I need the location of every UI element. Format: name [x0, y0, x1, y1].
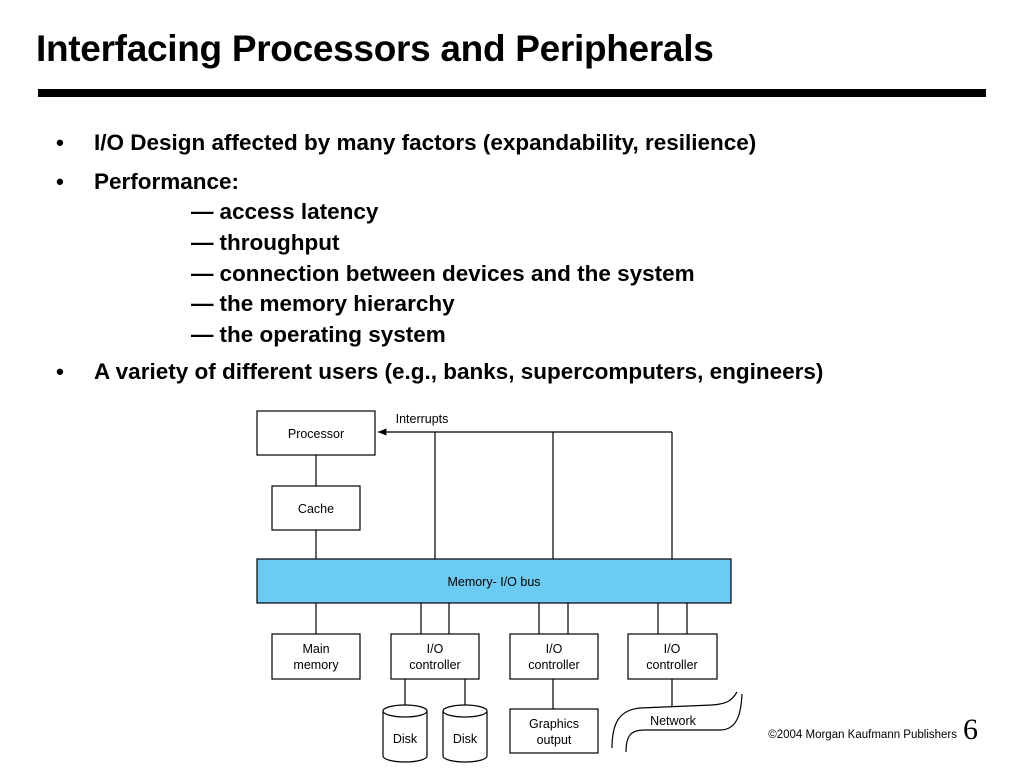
io-controller-label: I/O	[427, 642, 444, 656]
bullet-item: • I/O Design affected by many factors (e…	[56, 128, 823, 159]
io-controller-label: I/O	[546, 642, 563, 656]
interrupts-label: Interrupts	[396, 412, 449, 426]
disk-top	[382, 704, 428, 718]
bullet-marker: •	[56, 130, 64, 155]
bullet-item: • A variety of different users (e.g., ba…	[56, 357, 823, 388]
bus-label: Memory- I/O bus	[447, 575, 540, 589]
page-number: 6	[963, 713, 978, 746]
main-memory-label: Main	[302, 642, 329, 656]
title-divider	[38, 89, 986, 97]
disk-icon	[382, 711, 428, 763]
graphics-output-label: Graphics	[529, 717, 579, 731]
copyright-symbol: ©	[768, 729, 777, 741]
bullet-marker: •	[56, 168, 64, 194]
sub-item: —connection between devices and the syst…	[191, 260, 695, 286]
sub-item: —the operating system	[191, 322, 446, 348]
copyright-text: 2004 Morgan Kaufmann Publishers	[776, 729, 957, 741]
disk-label: Disk	[393, 732, 418, 746]
io-controller-box	[509, 633, 599, 680]
io-controller-box	[390, 633, 480, 680]
network-label: Network	[650, 714, 697, 728]
bullet-text: Performance:	[94, 168, 240, 194]
slide-title: Interfacing Processors and Peripherals	[36, 28, 714, 69]
processor-box	[256, 410, 376, 456]
bullet-list: • I/O Design affected by many factors (e…	[56, 128, 823, 387]
memory-io-bus	[256, 558, 732, 604]
processor-label: Processor	[288, 427, 344, 441]
io-controller-box	[627, 633, 718, 680]
sub-item: —access latency	[191, 199, 379, 224]
main-memory-label: memory	[293, 658, 339, 672]
sub-item: —throughput	[191, 229, 340, 255]
io-controller-label: controller	[409, 658, 460, 672]
bullet-text: I/O Design affected by many factors (exp…	[94, 130, 757, 155]
bullet-marker: •	[56, 358, 64, 384]
cache-label: Cache	[298, 502, 334, 516]
graphics-output-label: output	[537, 733, 572, 747]
io-controller-label: controller	[528, 658, 579, 672]
sub-item: —the memory hierarchy	[191, 291, 455, 317]
bullet-item: • Performance: —access latency —throughp…	[56, 167, 823, 351]
graphics-output-box	[509, 708, 599, 754]
copyright-footer: ©2004 Morgan Kaufmann Publishers	[768, 729, 957, 741]
main-memory-box	[271, 633, 361, 680]
network-cable-icon	[611, 691, 743, 753]
cache-box	[271, 485, 361, 531]
io-controller-label: I/O	[664, 642, 681, 656]
disk-icon	[442, 711, 488, 763]
disk-top	[442, 704, 488, 718]
io-controller-label: controller	[646, 658, 697, 672]
bullet-text: A variety of different users (e.g., bank…	[94, 358, 824, 384]
disk-label: Disk	[453, 732, 478, 746]
performance-sublist: —access latency —throughput —connection …	[56, 197, 823, 351]
